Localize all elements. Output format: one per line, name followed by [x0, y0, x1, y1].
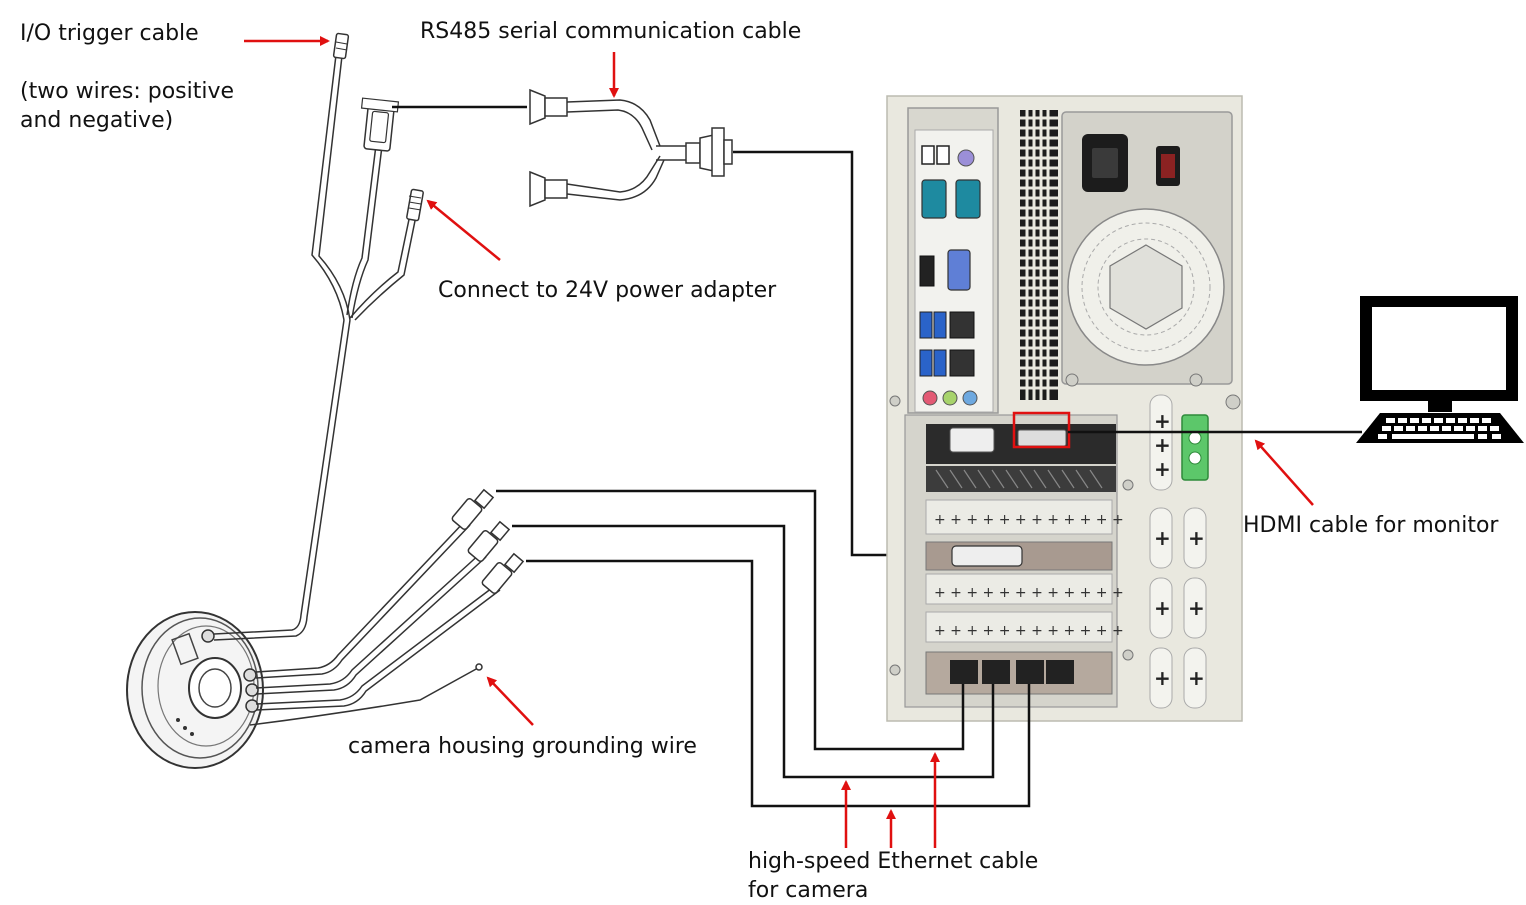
camera-ethernet-cables — [255, 519, 501, 711]
main-trunk-cable — [213, 319, 351, 641]
expansion-slots: + + + + + + + + + + + + + + + + + + + + … — [904, 414, 1124, 708]
arrow-power — [426, 199, 501, 261]
power-connector — [406, 188, 424, 222]
hdmi-port-highlight — [1012, 411, 1071, 449]
svg-text:+: + — [1188, 596, 1205, 620]
annotation-arrows — [244, 36, 1314, 848]
svg-text:+: + — [1188, 666, 1205, 690]
label-grounding: camera housing grounding wire — [348, 734, 697, 759]
label-ethernet-1: high-speed Ethernet cable — [748, 849, 1039, 874]
vent-grid — [1020, 110, 1058, 400]
grounding-wire — [249, 663, 483, 726]
chassis-screws — [889, 373, 1241, 676]
label-rs485: RS485 serial communication cable — [420, 19, 802, 44]
branch-cables — [311, 54, 419, 321]
label-io-trigger-note-2: and negative) — [20, 108, 174, 133]
pc-tower: + + + + + + + + + + + + + + + + + + + + … — [886, 95, 1243, 722]
svg-text:+: + — [1154, 433, 1171, 457]
side-knockouts — [1149, 394, 1207, 709]
camera-ethernet-plugs — [451, 488, 525, 595]
arrow-grounding — [486, 676, 534, 726]
label-ethernet-2: for camera — [748, 878, 869, 903]
svg-text:+: + — [1154, 457, 1171, 481]
io-trigger-connector — [332, 32, 350, 60]
rs485-y-cable — [529, 88, 733, 208]
svg-text:+ + + + + + + + + + + +: + + + + + + + + + + + + — [934, 585, 1124, 601]
svg-text:+: + — [1154, 666, 1171, 690]
power-supply — [1061, 111, 1233, 385]
db9-connector — [360, 97, 527, 152]
svg-text:+: + — [1154, 596, 1171, 620]
svg-text:+: + — [1154, 409, 1171, 433]
svg-text:+ + + + + + + + + + + +: + + + + + + + + + + + + — [934, 623, 1124, 639]
camera-body — [126, 611, 264, 769]
camera-assembly — [126, 32, 527, 769]
svg-text:+: + — [1188, 526, 1205, 550]
io-shield — [907, 107, 999, 414]
svg-text:+: + — [1154, 526, 1171, 550]
label-io-trigger-title: I/O trigger cable — [20, 21, 199, 46]
label-hdmi: HDMI cable for monitor — [1243, 513, 1499, 538]
green-terminal-block — [1181, 414, 1209, 481]
monitor-icon — [1356, 296, 1524, 443]
label-power: Connect to 24V power adapter — [438, 278, 777, 303]
arrow-hdmi — [1254, 439, 1314, 506]
ethernet-routing-lines — [496, 489, 1031, 808]
svg-text:+ + + + + + + + + + + +: + + + + + + + + + + + + — [934, 512, 1124, 528]
label-io-trigger-note-1: (two wires: positive — [20, 79, 235, 104]
